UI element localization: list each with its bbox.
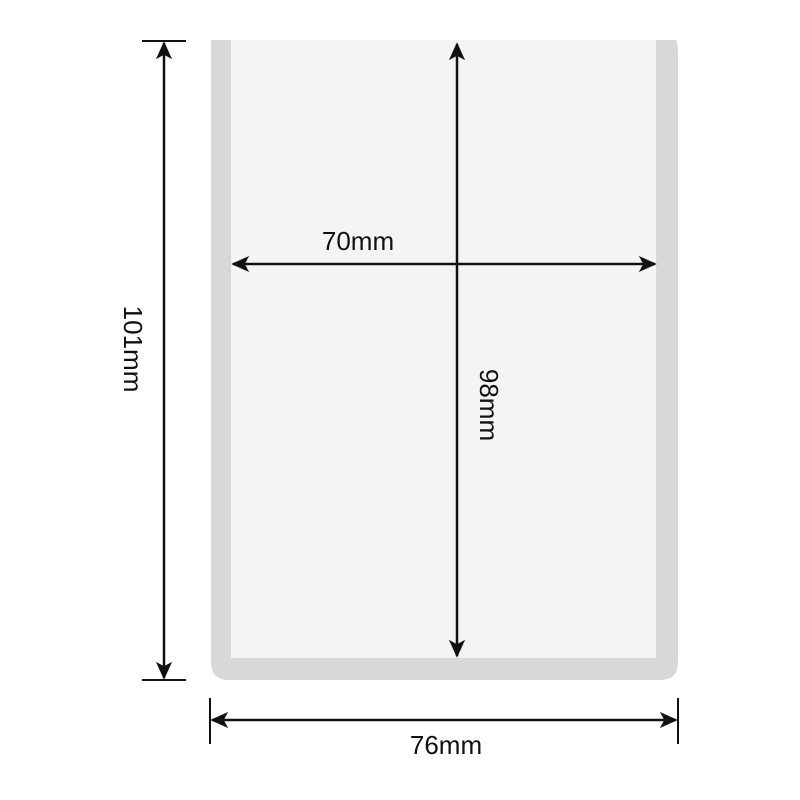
outer-width-label: 76mm xyxy=(410,730,482,760)
sleeve-inner-panel xyxy=(231,40,656,658)
outer-height-dimension: 101mm xyxy=(118,40,186,681)
sleeve-top-right-corner xyxy=(656,40,678,60)
inner-width-dimension: 70mm xyxy=(231,226,657,273)
inner-height-dimension: 98mm xyxy=(448,42,504,658)
inner-width-label: 70mm xyxy=(322,226,394,256)
inner-height-label: 98mm xyxy=(474,369,504,441)
outer-height-label: 101mm xyxy=(118,306,148,393)
sleeve-top-left-corner xyxy=(211,40,231,60)
outer-width-dimension: 76mm xyxy=(209,698,679,760)
